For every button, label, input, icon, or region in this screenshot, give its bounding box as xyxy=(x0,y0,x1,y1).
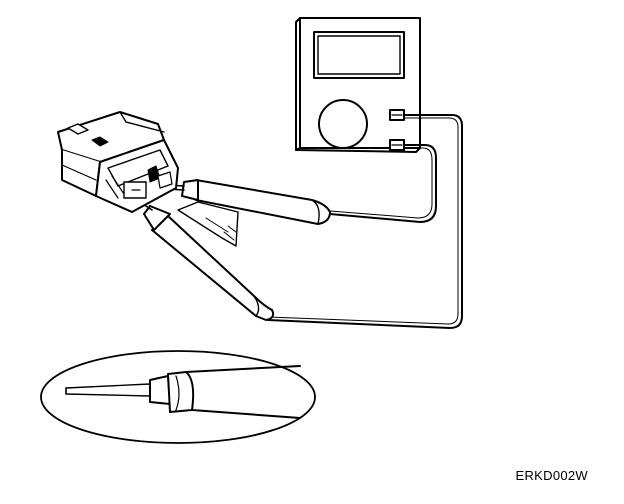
figure-code-label: ERKD002W xyxy=(515,468,588,483)
probe-shadow xyxy=(177,201,239,247)
probe-tip-closeup xyxy=(40,350,316,444)
wire-connector xyxy=(57,111,179,213)
multimeter-display xyxy=(313,31,405,79)
test-lead-wires xyxy=(267,114,463,329)
multimeter xyxy=(295,17,421,153)
test-probe-red xyxy=(149,179,331,225)
multimeter-jack-negative xyxy=(389,139,405,151)
multimeter-dial xyxy=(318,99,368,149)
multimeter-jack-positive xyxy=(389,109,405,121)
